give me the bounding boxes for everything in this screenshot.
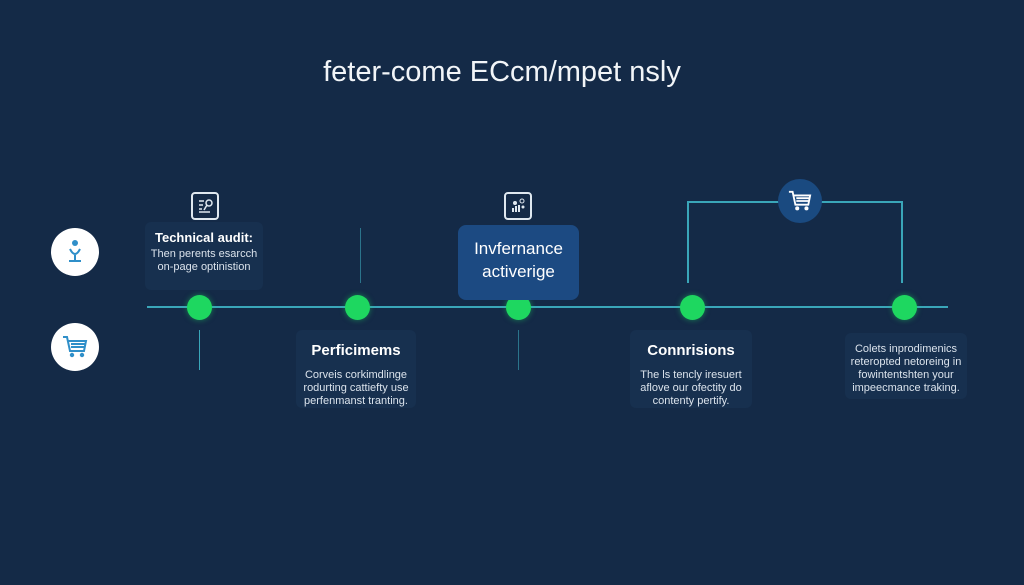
audit-document-icon [191, 192, 219, 220]
shopping-cart-icon [778, 179, 822, 223]
step-card-perficimems: Perficimems Corveis corkimdlinge rodurti… [296, 330, 416, 408]
step-heading: Perficimems [311, 342, 401, 359]
timeline-axis [147, 306, 948, 308]
step-card-tracking: Colets inprodimenics reteropted netorein… [845, 333, 967, 399]
step-heading: Invfernance activerige [474, 239, 563, 281]
step-heading: Connrisions [647, 342, 735, 359]
step-body: Colets inprodimenics reteropted netorein… [850, 343, 962, 394]
step-body: Corveis corkimdlinge rodurting cattiefty… [303, 369, 409, 407]
timeline-node-5 [892, 295, 917, 320]
step-card-technical-audit: Technical audit: Then perents esarcch on… [145, 222, 263, 290]
timeline-node-2 [345, 295, 370, 320]
step-body: The ls tencly iresuert aflove our ofecti… [640, 369, 742, 407]
step-card-connrisions: Connrisions The ls tencly iresuert aflov… [630, 330, 752, 408]
microphone-icon [51, 228, 99, 276]
analytics-chart-icon [504, 192, 532, 220]
diagram-title: feter-come ECcm/mpet nsly [323, 56, 681, 88]
step-heading: Technical audit: [155, 230, 253, 245]
connector [360, 228, 361, 283]
timeline-node-1 [187, 295, 212, 320]
step-body: Then perents esarcch on-page optinistion [150, 248, 258, 273]
timeline-node-4 [680, 295, 705, 320]
shopping-cart-icon [51, 323, 99, 371]
connector [199, 330, 200, 370]
step-card-highlighted: Invfernance activerige [458, 225, 579, 300]
connector [518, 330, 519, 370]
